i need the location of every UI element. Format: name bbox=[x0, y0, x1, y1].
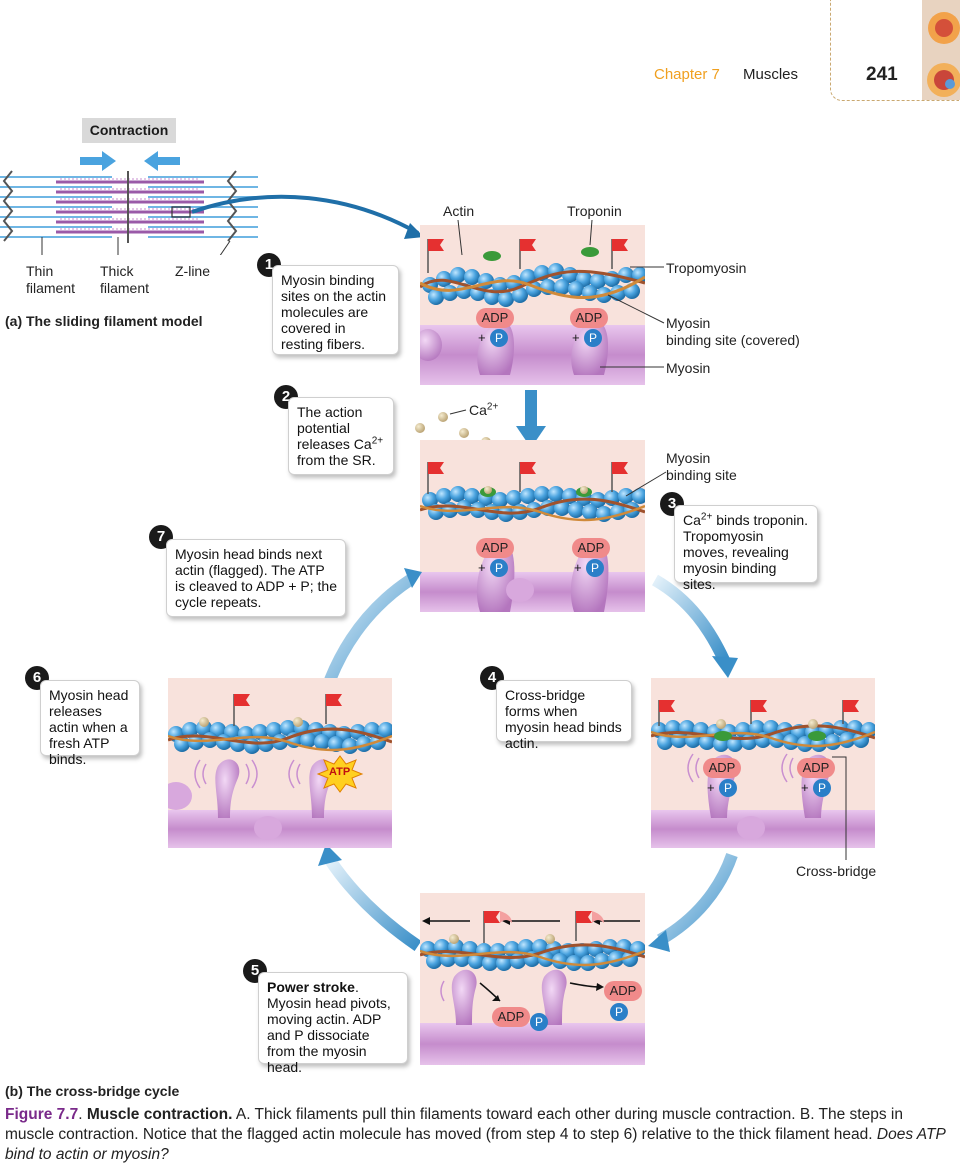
myosin-binding-covered-label: Myosin binding site (covered) bbox=[666, 315, 800, 348]
troponin-label: Troponin bbox=[567, 203, 622, 219]
header-corner-rule bbox=[830, 0, 959, 101]
ca-label-text: Ca bbox=[469, 402, 487, 418]
phosphate-molecule: P bbox=[719, 779, 737, 797]
atp-label: ATP bbox=[329, 766, 351, 778]
step-5-title: Power stroke bbox=[267, 979, 355, 995]
chapter-thumbnail-icon bbox=[922, 0, 960, 100]
flag-icon bbox=[427, 239, 444, 273]
leader-line bbox=[625, 471, 667, 497]
phosphate-molecule: P bbox=[584, 329, 602, 347]
adp-molecule: ADP bbox=[572, 538, 610, 558]
contraction-arrow-right-icon bbox=[80, 151, 116, 171]
phosphate-molecule: P bbox=[490, 329, 508, 347]
cycle-arrow-icon bbox=[404, 568, 422, 588]
cycle-caption: (b) The cross-bridge cycle bbox=[5, 1083, 180, 1099]
cycle-arrows bbox=[318, 568, 738, 952]
adp-molecule: ADP bbox=[476, 308, 514, 328]
plus-sign: + bbox=[574, 560, 582, 575]
step-number-7: 7 bbox=[149, 525, 173, 549]
actin-myosin-atp bbox=[168, 694, 392, 848]
figure-caption: Figure 7.7. Muscle contraction. A. Thick… bbox=[5, 1106, 946, 1163]
adp-molecule: ADP bbox=[570, 308, 608, 328]
figure-title: Muscle contraction. bbox=[86, 1106, 233, 1123]
step-6-box: Myosin head releases actin when a fresh … bbox=[40, 680, 140, 767]
figure-question: Does ATP bind to actin or myosin? bbox=[5, 1126, 946, 1163]
step-1-box: Myosin binding sites on the actin molecu… bbox=[272, 265, 399, 355]
calcium-label: Ca2+ bbox=[469, 402, 498, 419]
adp-molecule: ADP bbox=[492, 1007, 530, 1027]
step-2-box: The action potential releases Ca2+ from … bbox=[288, 397, 394, 475]
z-line-label: Z-line bbox=[175, 263, 211, 279]
panel-step-5: ADP P ADP P bbox=[420, 893, 645, 1065]
contraction-label-text: Contraction bbox=[89, 122, 169, 138]
phosphate-molecule: P bbox=[530, 1013, 548, 1031]
thick-filament-label: Thick filament bbox=[100, 263, 150, 296]
cycle-arrow-icon bbox=[648, 930, 670, 952]
plus-sign: + bbox=[801, 780, 809, 795]
contraction-arrow-left-icon bbox=[144, 151, 180, 171]
actin-myosin-power-stroke bbox=[420, 911, 645, 1065]
step-1-text: Myosin binding sites on the actin molecu… bbox=[281, 272, 387, 352]
adp-molecule: ADP bbox=[604, 981, 642, 1001]
step-2-text: The action potential releases Ca bbox=[297, 404, 372, 452]
cross-bridge-label: Cross-bridge bbox=[796, 863, 877, 879]
actin-label: Actin bbox=[443, 203, 475, 219]
atp-burst-icon bbox=[316, 755, 364, 793]
figure-body: A. Thick filaments pull thin filaments t… bbox=[5, 1106, 903, 1143]
panel-step-3: ADP + P ADP + P bbox=[420, 440, 645, 612]
cycle-arrow-icon bbox=[318, 844, 342, 866]
step-4-text: Cross-bridge forms when myosin head bind… bbox=[505, 687, 622, 751]
step-2-text-end: from the SR. bbox=[297, 452, 376, 468]
superscript: 2+ bbox=[700, 511, 713, 523]
step-5-text: . Myosin head pivots, moving actin. ADP … bbox=[267, 979, 391, 1075]
step-3-box: Ca2+ binds troponin. Tropomyosin moves, … bbox=[674, 505, 818, 592]
chapter-label: Chapter 7 bbox=[654, 66, 720, 83]
actin-myosin-cross-bridge bbox=[651, 700, 875, 848]
plus-sign: + bbox=[478, 330, 486, 345]
adp-molecule: ADP bbox=[703, 758, 741, 778]
page-number: 241 bbox=[866, 64, 898, 85]
panel-step-4: ADP + P ADP + P bbox=[651, 678, 875, 848]
step-5-box: Power stroke. Myosin head pivots, moving… bbox=[258, 972, 408, 1075]
cross-bridge-leader bbox=[832, 756, 847, 860]
superscript: 2+ bbox=[371, 435, 384, 447]
plus-sign: + bbox=[572, 330, 580, 345]
sliding-model-caption: (a) The sliding filament model bbox=[5, 313, 203, 329]
panel-step-1: ADP + P ADP + P bbox=[420, 225, 645, 385]
step-4-box: Cross-bridge forms when myosin head bind… bbox=[496, 680, 632, 751]
cycle-arrow-icon bbox=[712, 656, 738, 678]
step-7-box: Myosin head binds next actin (flagged). … bbox=[166, 539, 346, 617]
adp-molecule: ADP bbox=[476, 538, 514, 558]
plus-sign: + bbox=[478, 560, 486, 575]
thin-filament-label: Thin filament bbox=[26, 263, 76, 296]
actin-myosin-resting bbox=[420, 239, 645, 385]
figure-label: Figure 7.7 bbox=[5, 1106, 79, 1123]
superscript: 2+ bbox=[486, 401, 499, 413]
panel-step-6: ATP bbox=[168, 678, 392, 848]
step-6-text: Myosin head releases actin when a fresh … bbox=[49, 687, 129, 767]
down-arrow-icon bbox=[516, 390, 546, 448]
contraction-label: Contraction bbox=[82, 118, 176, 143]
leader-lines bbox=[457, 219, 665, 368]
step-7-text: Myosin head binds next actin (flagged). … bbox=[175, 546, 338, 610]
phosphate-molecule: P bbox=[813, 779, 831, 797]
adp-molecule: ADP bbox=[797, 758, 835, 778]
phosphate-molecule: P bbox=[586, 559, 604, 577]
tropomyosin-label: Tropomyosin bbox=[666, 260, 747, 276]
sarcomere-diagram bbox=[0, 151, 424, 255]
section-label: Muscles bbox=[743, 66, 799, 83]
myosin-binding-site-label: Myosin binding site bbox=[666, 450, 737, 483]
phosphate-molecule: P bbox=[490, 559, 508, 577]
troponin-icon bbox=[483, 251, 501, 261]
plus-sign: + bbox=[707, 780, 715, 795]
step-3-text-end: binds troponin. Tropomyosin moves, revea… bbox=[683, 512, 809, 592]
myosin-label: Myosin bbox=[666, 360, 711, 376]
phosphate-molecule: P bbox=[610, 1003, 628, 1021]
step-3-text: Ca bbox=[683, 512, 701, 528]
